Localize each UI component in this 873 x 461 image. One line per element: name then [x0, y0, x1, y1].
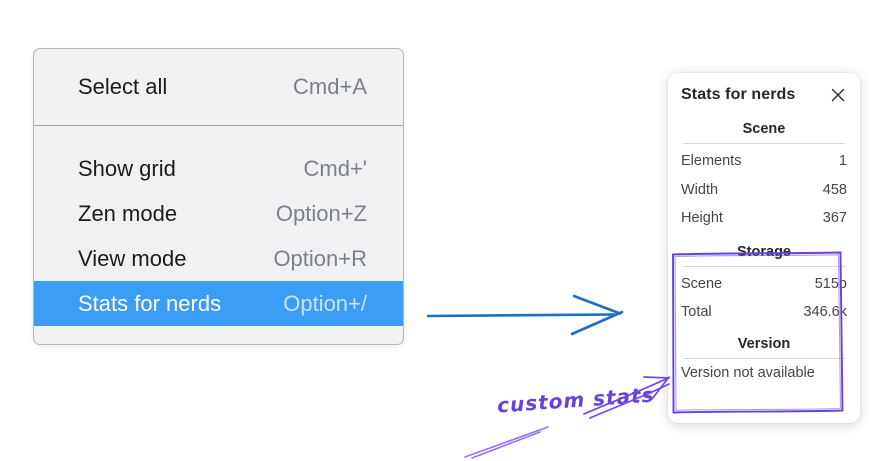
stats-panel: Stats for nerds Scene Elements 1 Width 4…: [668, 73, 860, 423]
menu-item-shortcut: Option+/: [283, 290, 367, 316]
stat-value: 367: [822, 210, 847, 227]
annotation-custom-stats-label: custom stats: [496, 382, 656, 418]
stat-label: Width: [681, 181, 719, 198]
section-divider: [683, 265, 845, 267]
stat-value: 346.6k: [803, 304, 847, 321]
menu-item-shortcut: Cmd+A: [293, 74, 367, 99]
stat-row-width: Width 458: [681, 176, 847, 205]
pointer-arrow: [426, 294, 624, 336]
menu-item-shortcut: Cmd+': [303, 155, 368, 181]
stat-row-height: Height 367: [681, 204, 847, 233]
stats-panel-titlebar: Stats for nerds: [681, 86, 847, 104]
menu-item-shortcut: Option+R: [273, 245, 367, 271]
menu-group-spacer: [34, 126, 403, 146]
stat-value: 1: [838, 153, 847, 170]
menu-divider: [34, 125, 403, 126]
stats-panel-title: Stats for nerds: [681, 86, 796, 103]
stat-label: Height: [681, 210, 723, 227]
context-menu: Select all Cmd+A Show grid Cmd+' Zen mod…: [33, 48, 404, 345]
menu-item-label: Stats for nerds: [78, 290, 222, 316]
section-header-storage: Storage: [737, 243, 791, 260]
menu-item-stats-for-nerds[interactable]: Stats for nerds Option+/: [34, 281, 403, 326]
section-header-version: Version: [737, 335, 791, 352]
section-scene: Scene Elements 1 Width 458 Height 367: [681, 121, 847, 233]
close-icon[interactable]: [829, 86, 847, 104]
menu-item-view-mode[interactable]: View mode Option+R: [34, 236, 403, 281]
annotation-swoosh: [464, 426, 549, 459]
section-header-scene: Scene: [742, 121, 786, 137]
stat-value: 515b: [814, 275, 847, 292]
section-divider: [683, 357, 845, 359]
section-storage: Storage Scene 515b Total 346.6k: [681, 244, 847, 327]
menu-item-label: Select all: [78, 74, 168, 99]
stat-value: 458: [822, 181, 847, 198]
menu-item-show-grid[interactable]: Show grid Cmd+': [34, 146, 403, 191]
stat-label: Total: [681, 304, 712, 321]
section-version: Version Version not available: [681, 336, 847, 381]
stat-row-scene-size: Scene 515b: [681, 270, 847, 299]
stat-row-elements: Elements 1: [681, 147, 847, 176]
menu-item-select-all[interactable]: Select all Cmd+A: [34, 49, 403, 125]
version-note: Version not available: [681, 364, 815, 381]
section-divider: [683, 143, 845, 144]
stat-row-total-size: Total 346.6k: [681, 298, 847, 327]
menu-item-label: Show grid: [78, 155, 176, 181]
stat-label: Elements: [681, 153, 742, 170]
menu-item-label: View mode: [78, 245, 187, 271]
menu-item-shortcut: Option+Z: [275, 200, 367, 226]
stat-label: Scene: [681, 275, 723, 292]
menu-item-zen-mode[interactable]: Zen mode Option+Z: [34, 191, 403, 236]
menu-group-spacer: [34, 326, 403, 344]
menu-item-label: Zen mode: [78, 200, 178, 226]
